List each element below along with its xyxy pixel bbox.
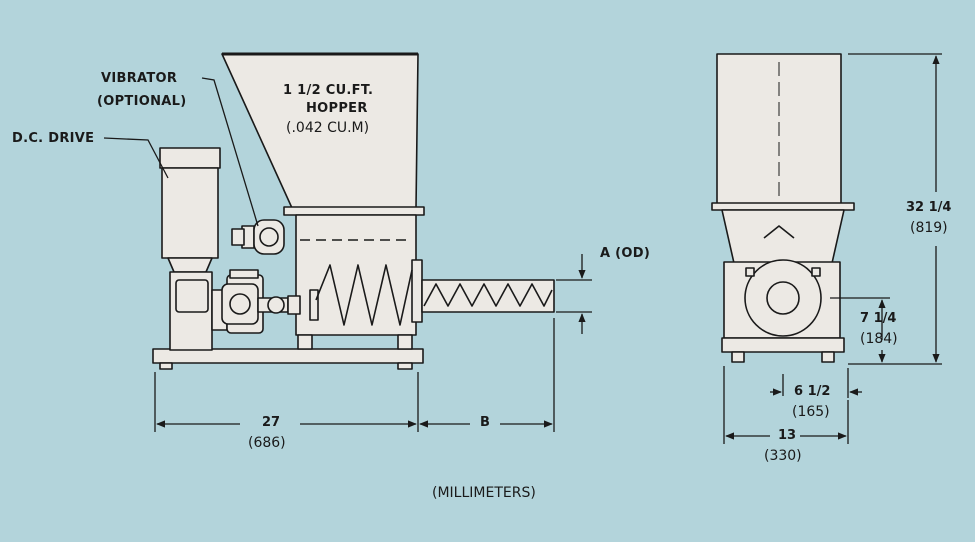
hopper-label: HOPPER [306, 101, 368, 116]
front-body [721, 259, 845, 363]
trough-body [283, 206, 425, 350]
dc-drive-label: D.C. DRIVE [12, 131, 95, 146]
units-label: (MILLIMETERS) [432, 485, 536, 501]
center-height-inches: 7 1/4 [860, 311, 897, 326]
auger-icon [309, 259, 555, 326]
vibrator-icon [231, 219, 285, 255]
length-inches: 27 [262, 415, 281, 430]
center-height-mm: (184) [860, 331, 898, 347]
a-od-label: A (OD) [600, 246, 651, 261]
b-dimension: B [480, 415, 490, 430]
hopper-capacity-label: 1 1/2 CU.FT. [283, 83, 374, 98]
motor-icon [159, 147, 301, 351]
height-inches: 32 1/4 [906, 200, 952, 215]
width-inches: 13 [778, 428, 797, 443]
width-mm: (330) [764, 448, 802, 464]
hopper-metric-label: (.042 CU.M) [286, 120, 370, 136]
vibrator-label: VIBRATOR [101, 71, 178, 86]
front-hopper [711, 53, 855, 273]
vibrator-optional-label: (OPTIONAL) [97, 94, 187, 109]
center-offset-inches: 6 1/2 [794, 384, 831, 399]
center-offset-mm: (165) [792, 404, 830, 420]
dimension-lines [103, 53, 942, 444]
height-mm: (819) [910, 220, 948, 236]
hopper-icon [221, 52, 419, 209]
base-plate [152, 348, 424, 370]
length-mm: (686) [248, 435, 286, 451]
